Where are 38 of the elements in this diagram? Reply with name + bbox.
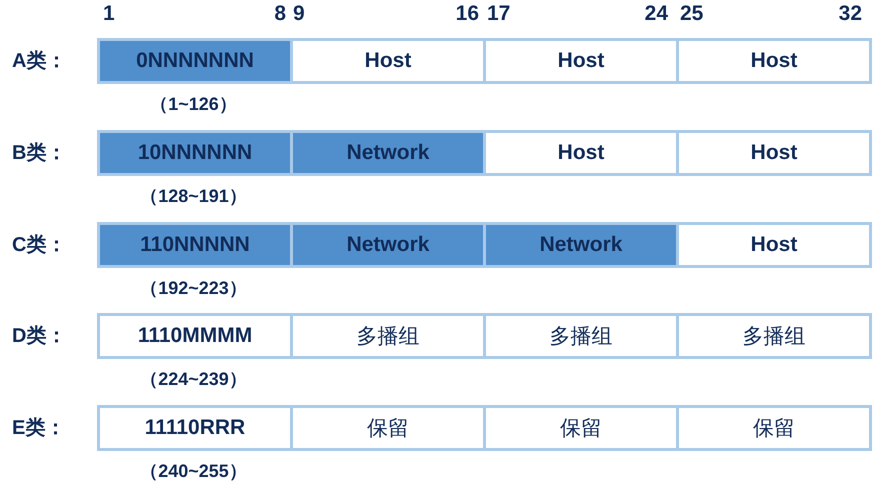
range-label: （1~126） bbox=[150, 93, 237, 115]
octet-cell: 11110RRR bbox=[97, 405, 293, 451]
bit-number: 1 bbox=[103, 2, 115, 26]
class-label: E类： bbox=[12, 416, 66, 440]
range-label: （240~255） bbox=[140, 460, 247, 482]
octet-cell: 多播组 bbox=[290, 313, 486, 359]
octet-cell: Network bbox=[290, 130, 486, 176]
octet-cell: Host bbox=[676, 38, 872, 84]
range-label: （224~239） bbox=[140, 368, 247, 390]
octet-cell: 110NNNNN bbox=[97, 222, 293, 268]
bit-number: 16 bbox=[456, 2, 479, 26]
range-label: （192~223） bbox=[140, 277, 247, 299]
octet-cell: 10NNNNNN bbox=[97, 130, 293, 176]
class-label: B类： bbox=[12, 141, 66, 165]
class-label: C类： bbox=[12, 233, 66, 257]
octet-cell: 多播组 bbox=[483, 313, 679, 359]
bit-number: 8 bbox=[274, 2, 286, 26]
octet-cell: Host bbox=[483, 130, 679, 176]
octet-cell: 1110MMMM bbox=[97, 313, 293, 359]
bit-number: 17 bbox=[487, 2, 510, 26]
octet-cell: Network bbox=[290, 222, 486, 268]
octet-cell: 保留 bbox=[290, 405, 486, 451]
bit-number: 24 bbox=[644, 2, 668, 26]
octet-cell: Host bbox=[676, 130, 872, 176]
octet-cell: Host bbox=[676, 222, 872, 268]
range-label: （128~191） bbox=[140, 185, 247, 207]
octet-cell: Host bbox=[290, 38, 486, 84]
octet-cell: 多播组 bbox=[676, 313, 872, 359]
octet-cell: 保留 bbox=[676, 405, 872, 451]
octet-cell: Host bbox=[483, 38, 679, 84]
octet-cell: 0NNNNNNN bbox=[97, 38, 293, 84]
bit-number: 25 bbox=[680, 2, 704, 26]
octet-cell: Network bbox=[483, 222, 679, 268]
octet-cell: 保留 bbox=[483, 405, 679, 451]
class-label: D类： bbox=[12, 324, 66, 348]
bit-number: 32 bbox=[838, 2, 862, 26]
class-label: A类： bbox=[12, 49, 66, 73]
bit-number: 9 bbox=[293, 2, 305, 26]
